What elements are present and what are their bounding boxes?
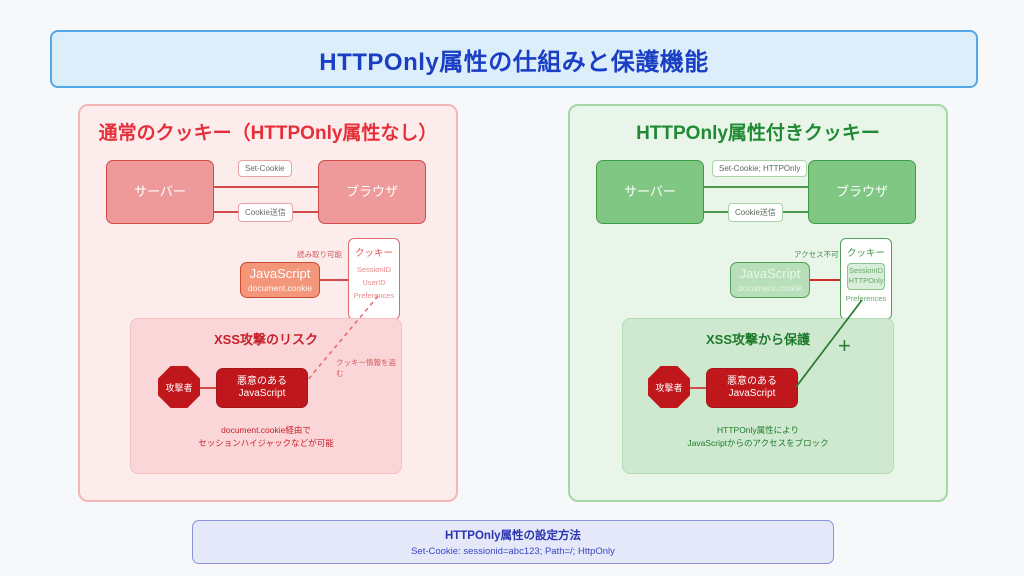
left-steal-label: クッキー情報を盗む <box>336 358 396 378</box>
left-browser-node: ブラウザ <box>318 160 426 224</box>
right-cookie-protected-chip: SessionID HTTPOnly <box>847 263 885 291</box>
left-js-cookie-line <box>320 279 348 281</box>
left-cookie-box: クッキー SessionID UserID Preferences <box>348 238 400 320</box>
right-cookie-protected-httponly: HTTPOnly <box>848 276 884 286</box>
right-panel-title: HTTPOnly属性付きクッキー <box>636 123 880 144</box>
page-title: HTTPOnly属性の仕組みと保護機能 <box>319 48 709 76</box>
right-cookie-item-preferences: Preferences <box>845 294 887 304</box>
right-browser-label: ブラウザ <box>835 183 888 199</box>
right-edge-label-set-cookie-httponly: Set-Cookie; HTTPOnly <box>712 160 808 177</box>
left-cookie-item-userid: UserID <box>362 278 386 288</box>
left-cookie-item-sessionid: SessionID <box>356 265 392 274</box>
right-attacker-node: 攻撃者 <box>648 366 690 408</box>
left-edge-set-cookie-line <box>214 186 318 188</box>
left-attacker-link-line <box>200 387 216 389</box>
blocked-plus-marker: + <box>838 333 851 358</box>
left-javascript-label: JavaScript <box>249 266 311 282</box>
right-xss-footnote-line2: JavaScriptからのアクセスをブロック <box>687 438 829 449</box>
right-js-cookie-blocked-line <box>810 279 840 281</box>
right-malicious-js-node: 悪意のある JavaScript <box>706 368 798 408</box>
right-javascript-label: JavaScript <box>739 266 801 282</box>
right-javascript-node: JavaScript document.cookie <box>730 262 810 298</box>
left-javascript-node: JavaScript document.cookie <box>240 262 320 298</box>
left-panel-title: 通常のクッキー（HTTPOnly属性なし） <box>98 123 438 144</box>
right-server-node: サーバー <box>596 160 704 224</box>
left-cookie-title: クッキー <box>354 248 393 259</box>
left-xss-footnote-line2: セッションハイジャックなどが可能 <box>198 438 334 449</box>
footer-heading: HTTPOnly属性の設定方法 <box>444 530 582 542</box>
left-malicious-js-line2: JavaScript <box>238 388 286 399</box>
left-edge-label-cookie-send: Cookie送信 <box>238 203 293 222</box>
right-browser-node: ブラウザ <box>808 160 916 224</box>
left-server-label: サーバー <box>134 183 186 199</box>
right-edge-label-cookie-send: Cookie送信 <box>728 203 783 222</box>
right-attacker-label: 攻撃者 <box>655 382 683 393</box>
right-cookie-protected-sessionid: SessionID <box>848 266 884 275</box>
left-xss-title: XSS攻撃のリスク <box>213 332 318 347</box>
footer-config-box: HTTPOnly属性の設定方法 Set-Cookie: sessionid=ab… <box>192 520 834 564</box>
left-xss-footnote: document.cookie経由で セッションハイジャックなどが可能 <box>131 424 401 451</box>
left-xss-footnote-line1: document.cookie経由で <box>221 424 311 435</box>
footer-code: Set-Cookie: sessionid=abc123; Path=/; Ht… <box>411 546 615 557</box>
right-cookie-title: クッキー <box>846 248 885 259</box>
left-malicious-js-line1: 悪意のある <box>237 375 287 387</box>
left-browser-label: ブラウザ <box>345 183 398 199</box>
left-attacker-label: 攻撃者 <box>165 382 193 393</box>
right-malicious-js-line1: 悪意のある <box>727 375 777 387</box>
right-edge-set-cookie-line <box>704 186 808 188</box>
left-cookie-item-preferences: Preferences <box>353 291 395 301</box>
page-title-banner: HTTPOnly属性の仕組みと保護機能 <box>50 30 978 88</box>
left-access-label: 読み取り可能 <box>297 250 342 259</box>
left-attacker-node: 攻撃者 <box>158 366 200 408</box>
right-xss-footnote-line1: HTTPOnly属性により <box>717 424 799 435</box>
right-attacker-link-line <box>690 387 706 389</box>
left-server-node: サーバー <box>106 160 214 224</box>
right-access-label: アクセス不可 <box>794 250 839 259</box>
left-malicious-js-node: 悪意のある JavaScript <box>216 368 308 408</box>
right-server-label: サーバー <box>624 183 676 199</box>
left-javascript-sublabel: document.cookie <box>247 283 313 294</box>
right-xss-title: XSS攻撃から保護 <box>705 332 810 347</box>
right-cookie-box: クッキー SessionID HTTPOnly Preferences <box>840 238 892 320</box>
left-edge-label-set-cookie: Set-Cookie <box>238 160 292 177</box>
right-malicious-js-line2: JavaScript <box>728 388 776 399</box>
right-xss-footnote: HTTPOnly属性により JavaScriptからのアクセスをブロック <box>623 424 893 451</box>
right-javascript-sublabel: document.cookie <box>737 283 803 294</box>
